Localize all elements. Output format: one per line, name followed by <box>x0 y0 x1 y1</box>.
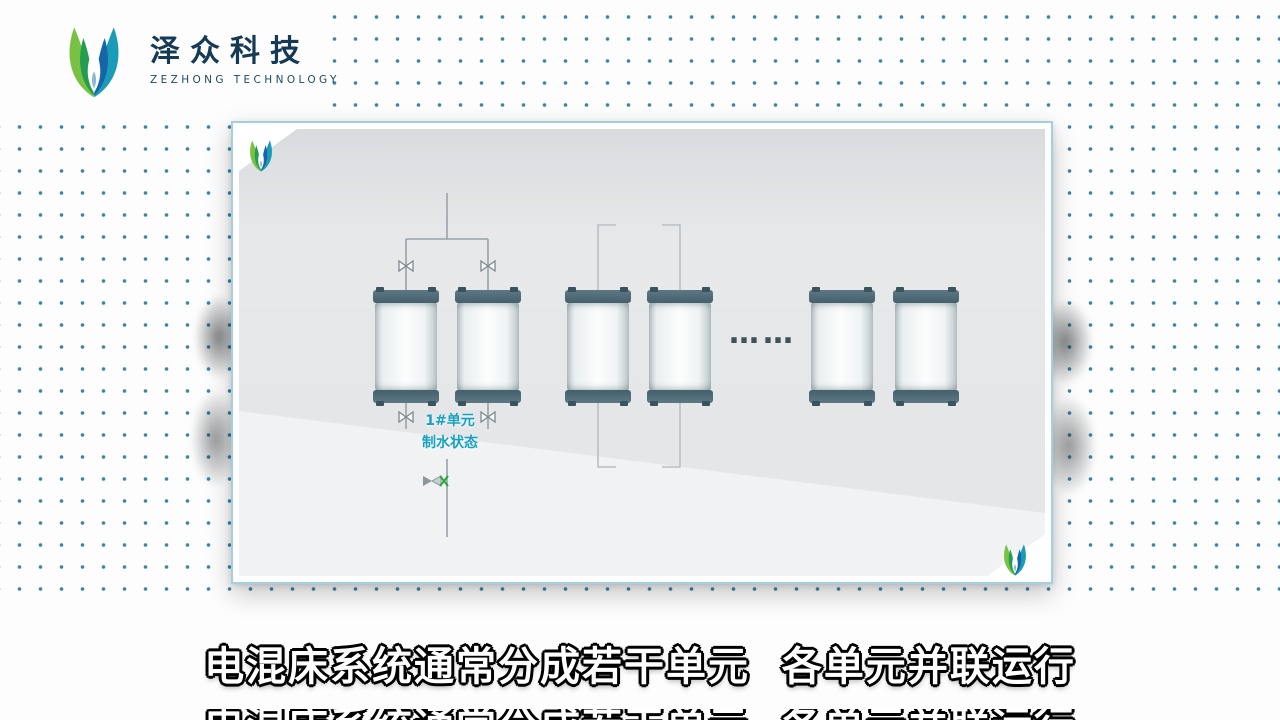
subtitle-caption: 电混床系统通常分成若干单元 各单元并联运行 <box>204 644 1076 690</box>
unit-status-valve-icon <box>423 475 449 487</box>
vessel-body <box>895 301 957 392</box>
vessel-cap-bottom <box>893 390 959 406</box>
vessel-cap-top <box>809 287 875 303</box>
vessel-cap-top <box>455 287 521 303</box>
unit-status-label-line2: 制水状态 <box>422 434 478 451</box>
unit2-pipe-stubs <box>597 224 681 468</box>
unit1-inlet-pipes <box>405 193 489 290</box>
unit-status-label: 1#单元 制水状态 <box>405 411 495 454</box>
vessel-cap-bottom <box>809 390 875 406</box>
card-corner-logo-top-left-icon <box>250 140 272 172</box>
more-units-ellipsis: …… <box>729 316 797 351</box>
vessel-5 <box>809 287 875 406</box>
vessel-4 <box>647 287 713 406</box>
vessel-body <box>811 301 873 392</box>
vessel-cap-bottom <box>565 390 631 406</box>
brand-text: 泽众科技 ZEZHONG TECHNOLOGY <box>150 35 340 86</box>
vessel-2 <box>455 287 521 406</box>
background-white-patch-bottom <box>0 602 1280 720</box>
vessel-body <box>375 301 437 392</box>
vessel-cap-bottom <box>455 390 521 406</box>
unit-status-label-line1: 1#单元 <box>425 413 475 429</box>
brand-name-cn: 泽众科技 <box>150 33 310 69</box>
unit1-outlet-pipes <box>405 403 489 537</box>
vessel-cap-bottom <box>373 390 439 406</box>
vessel-cap-bottom <box>647 390 713 406</box>
brand-header: 泽众科技 ZEZHONG TECHNOLOGY <box>56 18 340 102</box>
logo-droplet <box>91 71 97 89</box>
vessel-cap-top <box>565 287 631 303</box>
vessel-cap-top <box>893 287 959 303</box>
card-corner-logo-bottom-right-icon <box>1004 544 1026 576</box>
pipes-diagram <box>398 193 681 537</box>
slide-card: 1#单元 制水状态 …… <box>231 121 1053 584</box>
vessel-cap-top <box>373 287 439 303</box>
vessel-cap-top <box>647 287 713 303</box>
background-white-patch-top-left <box>0 0 332 116</box>
vessel-body <box>457 301 519 392</box>
brand-name-en: ZEZHONG TECHNOLOGY <box>150 73 340 86</box>
vessel-6 <box>893 287 959 406</box>
vessel-body <box>567 301 629 392</box>
vessel-1 <box>373 287 439 406</box>
vessel-body <box>649 301 711 392</box>
vessel-3 <box>565 287 631 406</box>
subtitle-next-line-partial: 电混床系统通常分成若干单元 各单元并联运行 <box>0 709 1280 720</box>
brand-logo-icon <box>69 27 119 98</box>
slide-panel: 1#单元 制水状态 …… <box>239 129 1045 576</box>
logo-center-drop <box>87 47 101 93</box>
